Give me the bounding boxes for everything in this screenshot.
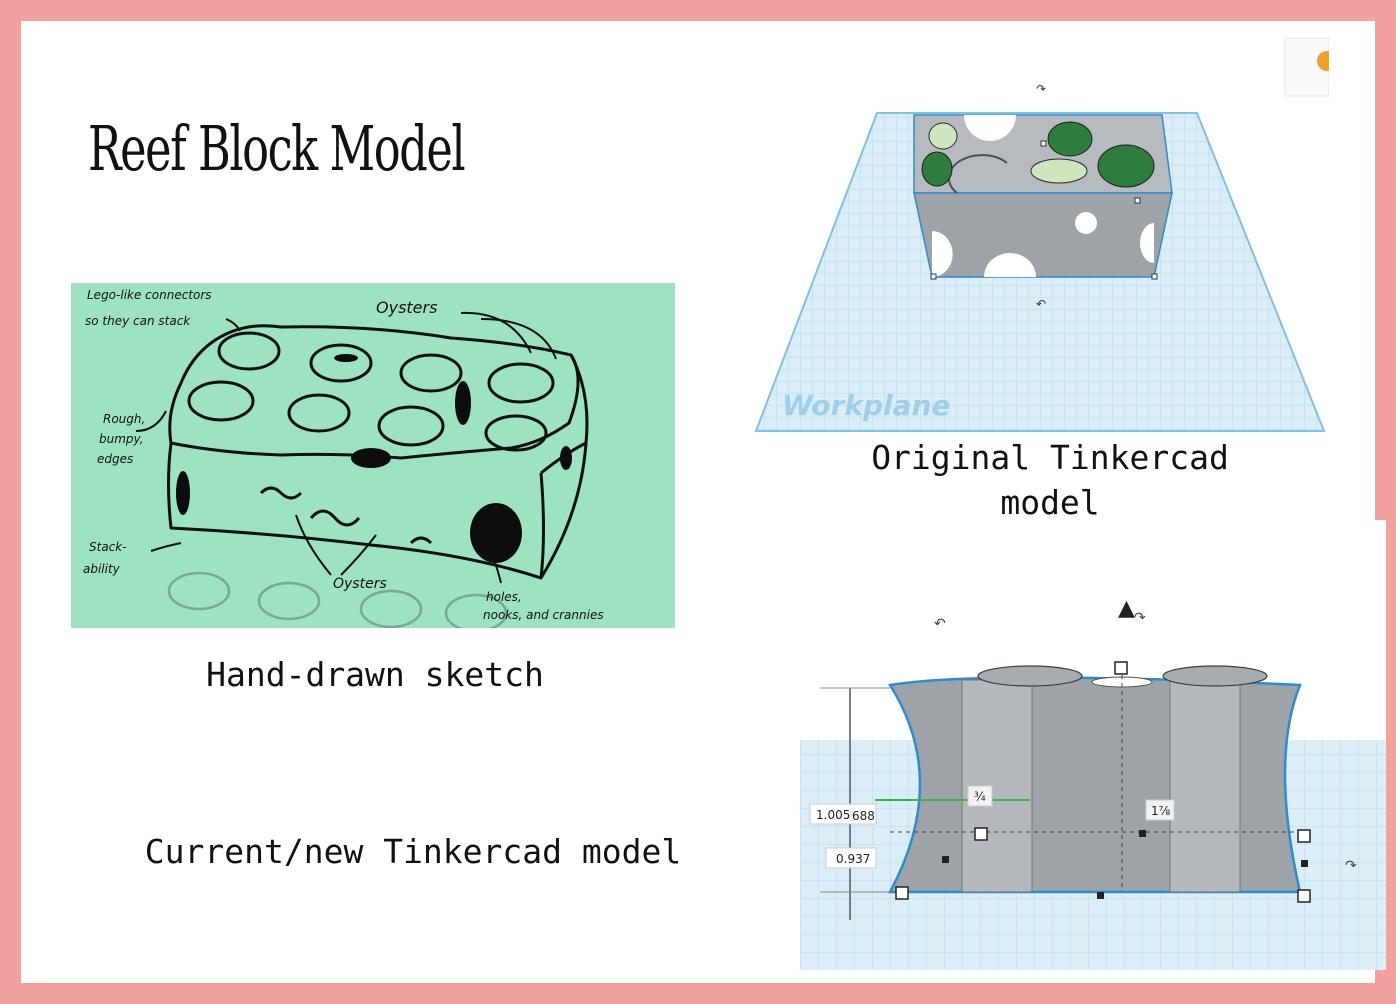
rotate-arrow-icon[interactable]: ↷ (1134, 610, 1146, 626)
dim-small: ¾ (974, 790, 986, 804)
rotate-handle-icon[interactable]: ↷ (1036, 82, 1046, 96)
current-caption: Current/new Tinkercad model (144, 832, 682, 871)
sketch-note-bumpy: bumpy, (99, 432, 144, 446)
sketch-hole (176, 471, 190, 515)
dim-height-1-suffix: 688 (852, 809, 875, 823)
dim-height-1: 1.005 (816, 808, 850, 822)
dim-box-height-1[interactable] (809, 803, 877, 825)
sketch-connector (217, 331, 281, 371)
sketch-block-side (539, 354, 589, 579)
original-caption-line1: Original Tinkercad (871, 438, 1229, 477)
sketch-block-top (168, 324, 580, 460)
slide-title: Reef Block Model (88, 112, 466, 185)
rotate-handle-bottom-icon[interactable]: ↶ (1036, 297, 1046, 311)
sketch-note-edges: edges (97, 452, 133, 466)
original-workplane-view: Workplane ↷ ↶ (754, 37, 1329, 432)
sketch-block-front (167, 442, 545, 580)
sketch-caption: Hand-drawn sketch (206, 655, 544, 694)
sketch-note-stack: Stack- (89, 540, 127, 554)
original-model-image: Workplane ↷ ↶ (752, 33, 1329, 433)
original-caption-line2: model (1000, 483, 1100, 522)
sketch-note-connectors-2: so they can stack (85, 314, 191, 328)
current-workplane-view: ▲ ↷ ↶ ↷ 1.005 688 0.937 ¾ 1⅞ (800, 596, 1386, 970)
sketch-image: Lego-like connectors so they can stack O… (71, 283, 675, 628)
color-icon (1317, 51, 1329, 71)
sketch-drawing: Lego-like connectors so they can stack O… (83, 288, 604, 628)
rotate-right-icon[interactable]: ↷ (1345, 858, 1357, 874)
sketch-note-ability: ability (83, 562, 121, 576)
sketch-note-nooks: nooks, and crannies (483, 608, 604, 622)
oyster-light-1 (928, 122, 958, 150)
move-up-arrow-icon[interactable]: ▲ (1118, 596, 1135, 621)
original-block-front (913, 192, 1173, 278)
workplane-label: Workplane (782, 389, 950, 422)
top-connector (977, 665, 1083, 687)
resize-handle-top[interactable] (1114, 661, 1128, 675)
current-model-image: ▲ ↷ ↶ ↷ 1.005 688 0.937 ¾ 1⅞ (800, 520, 1386, 970)
dim-box-height-2[interactable] (825, 847, 877, 869)
sketch-note-rough: Rough, (103, 412, 145, 426)
dim-width: 1⅞ (1151, 804, 1171, 818)
sketch-note-oysters-bottom: Oysters (333, 576, 387, 592)
oyster-dark-1 (921, 151, 953, 187)
dim-box-width[interactable] (1145, 799, 1175, 821)
sketch-note-oysters-top: Oysters (376, 298, 437, 317)
rotate-left-icon[interactable]: ↶ (934, 616, 946, 632)
dim-box-small[interactable] (967, 785, 993, 807)
sketch-note-connectors: Lego-like connectors (87, 288, 212, 302)
dim-height-2: 0.937 (836, 852, 870, 866)
sketch-note-holes: holes, (486, 590, 522, 604)
resize-handle-corner[interactable] (895, 886, 909, 900)
